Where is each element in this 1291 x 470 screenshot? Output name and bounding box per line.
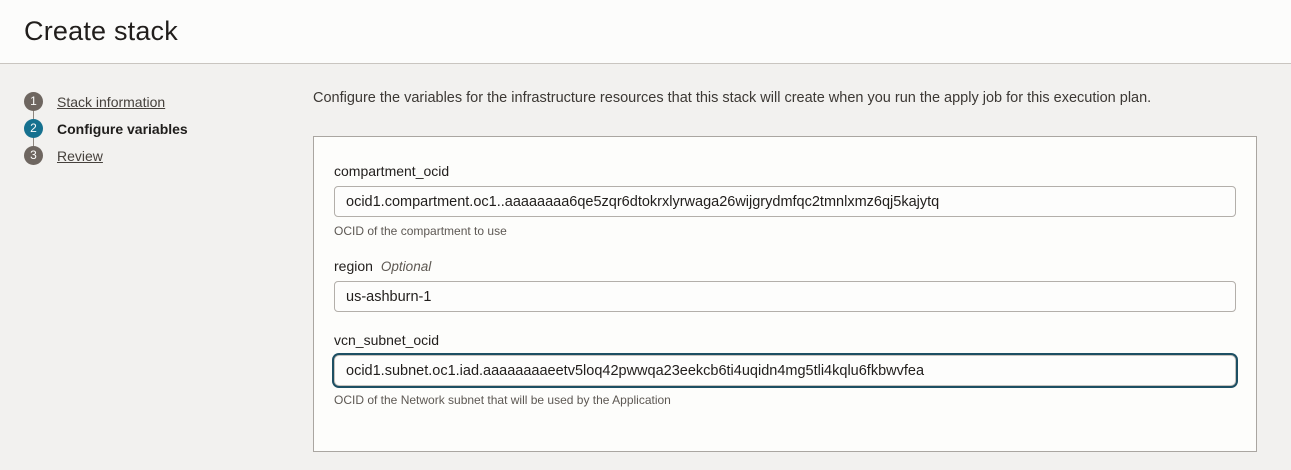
field-vcn-subnet-ocid: vcn_subnet_ocid OCID of the Network subn… [334, 332, 1236, 407]
step-description: Configure the variables for the infrastr… [313, 90, 1152, 106]
step-number-badge: 2 [24, 119, 43, 138]
step-label-configure-variables: Configure variables [57, 120, 188, 137]
field-region: region Optional [334, 258, 1236, 312]
step-number-badge: 1 [24, 92, 43, 111]
variables-form-panel: compartment_ocid OCID of the compartment… [313, 136, 1257, 452]
step-review[interactable]: 3 Review [24, 142, 313, 169]
field-compartment-ocid: compartment_ocid OCID of the compartment… [334, 163, 1236, 238]
compartment-ocid-input[interactable] [334, 186, 1236, 217]
step-label-review[interactable]: Review [57, 147, 103, 164]
field-label-row: region Optional [334, 258, 1236, 274]
content-area: 1 Stack information 2 Configure variable… [0, 64, 1291, 452]
vcn-subnet-ocid-label: vcn_subnet_ocid [334, 332, 440, 348]
page-header: Create stack [0, 0, 1291, 64]
region-label: region [334, 258, 373, 274]
vcn-subnet-ocid-help: OCID of the Network subnet that will be … [334, 393, 671, 407]
compartment-ocid-help: OCID of the compartment to use [334, 224, 507, 238]
optional-tag: Optional [380, 259, 432, 274]
step-number-badge: 3 [24, 146, 43, 165]
step-stack-information[interactable]: 1 Stack information [24, 88, 313, 115]
step-label-stack-information[interactable]: Stack information [57, 93, 166, 110]
vcn-subnet-ocid-input[interactable] [334, 355, 1236, 386]
main-panel: Configure the variables for the infrastr… [313, 64, 1291, 452]
field-label-row: vcn_subnet_ocid [334, 332, 1236, 348]
wizard-stepper: 1 Stack information 2 Configure variable… [0, 64, 313, 169]
step-configure-variables: 2 Configure variables [24, 115, 313, 142]
compartment-ocid-label: compartment_ocid [334, 163, 450, 179]
region-input[interactable] [334, 281, 1236, 312]
field-label-row: compartment_ocid [334, 163, 1236, 179]
page-title: Create stack [24, 16, 178, 46]
stepper-steps: 1 Stack information 2 Configure variable… [24, 88, 313, 169]
